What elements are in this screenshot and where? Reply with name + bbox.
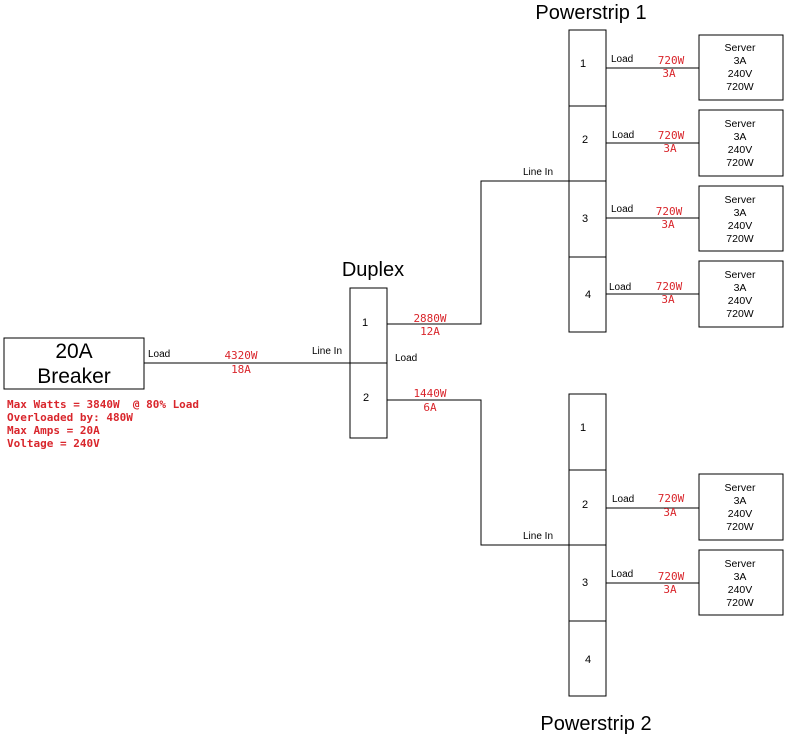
powerstrip1-server4-watts: 720W <box>726 308 754 320</box>
powerstrip1-server4-box <box>698 260 784 328</box>
duplex-outlet-1-amps: 12A <box>420 325 440 338</box>
duplex-outlet-1 <box>349 287 388 364</box>
duplex-outlet-2-amps: 6A <box>423 401 437 414</box>
powerstrip2-outlet-4 <box>568 620 607 697</box>
duplex-to-powerstrip1-wire <box>387 180 569 325</box>
powerstrip2-outlet-2-number: 2 <box>582 499 588 511</box>
powerstrip1-server1-load-label: Load <box>611 54 633 65</box>
powerstrip1-server4-load-label: Load <box>609 282 631 293</box>
powerstrip1-server2-load-watts: 720W <box>658 129 685 142</box>
duplex-line-in-label: Line In <box>312 346 342 357</box>
powerstrip2-server1-name: Server <box>725 482 756 494</box>
powerstrip2-outlet-3-number: 3 <box>582 577 588 589</box>
powerstrip2-title: Powerstrip 2 <box>540 713 651 735</box>
powerstrip1-server1-load-amps: 3A <box>662 67 676 80</box>
powerstrip1-server3-name: Server <box>725 194 756 206</box>
powerstrip2-outlet-3 <box>568 544 607 622</box>
powerstrip1-server2-load-amps: 3A <box>663 142 677 155</box>
powerstrip1-outlet-3-number: 3 <box>582 213 588 225</box>
powerstrip1-outlet-1 <box>568 29 607 107</box>
duplex-outlet-1-watts: 2880W <box>413 312 446 325</box>
powerstrip2-server1-volts: 240V <box>728 508 753 520</box>
powerstrip2-outlet-1 <box>568 393 607 471</box>
breaker-box <box>3 337 145 390</box>
powerstrip1-server1-name: Server <box>725 42 756 54</box>
powerstrip1-server2-box <box>698 109 784 177</box>
powerstrip1-title: Powerstrip 1 <box>535 2 646 24</box>
breaker-note-overloaded: Overloaded by: 480W <box>7 411 133 424</box>
powerstrip1-outlet-3 <box>568 180 607 258</box>
powerstrip1-server2-volts: 240V <box>728 144 753 156</box>
duplex-to-powerstrip2-wire <box>387 399 569 546</box>
powerstrip2-server1-amps: 3A <box>734 495 747 507</box>
powerstrip2-server1-load-amps: 3A <box>663 506 677 519</box>
powerstrip2-server2-box <box>698 549 784 616</box>
duplex-outlet-1-number: 1 <box>362 317 368 329</box>
duplex-outlet-2-number: 2 <box>363 392 369 404</box>
powerstrip1-server3-volts: 240V <box>728 220 753 232</box>
powerstrip2-server1-load-watts: 720W <box>658 492 685 505</box>
breaker-load-label: Load <box>148 349 170 360</box>
powerstrip2-server1-box <box>698 473 784 541</box>
powerstrip1-outlet-2-number: 2 <box>582 134 588 146</box>
breaker-title-line2: Breaker <box>37 365 111 388</box>
powerstrip1-server4-load-amps: 3A <box>661 293 675 306</box>
powerstrip1-server3-load-watts: 720W <box>656 205 683 218</box>
powerstrip1-server3-watts: 720W <box>726 233 754 245</box>
powerstrip1-server1-volts: 240V <box>728 68 753 80</box>
powerstrip1-server4-volts: 240V <box>728 295 753 307</box>
powerstrip2-server1-watts: 720W <box>726 521 754 533</box>
duplex-outlet-2 <box>349 362 388 439</box>
powerstrip2-server2-volts: 240V <box>728 584 753 596</box>
powerstrip2-server2-watts: 720W <box>726 597 754 609</box>
powerstrip1-server1-box <box>698 34 784 101</box>
powerstrip1-outlet-1-number: 1 <box>580 58 586 70</box>
powerstrip2-server1-load-label: Load <box>612 494 634 505</box>
feed-watts: 4320W <box>224 349 257 362</box>
duplex-load-label: Load <box>395 353 417 364</box>
powerstrip2-line-in-label: Line In <box>523 531 553 542</box>
powerstrip2-server2-name: Server <box>725 558 756 570</box>
breaker-note-max-watts: Max Watts = 3840W @ 80% Load <box>7 398 199 411</box>
powerstrip1-server2-name: Server <box>725 118 756 130</box>
powerstrip1-server3-amps: 3A <box>734 207 747 219</box>
duplex-title: Duplex <box>342 259 404 281</box>
breaker-title-line1: 20A <box>55 340 92 363</box>
powerstrip1-server3-load-amps: 3A <box>661 218 675 231</box>
powerstrip1-server1-amps: 3A <box>734 55 747 67</box>
duplex-outlet-2-watts: 1440W <box>413 387 446 400</box>
powerstrip2-server2-load-watts: 720W <box>658 570 685 583</box>
powerstrip1-line-in-label: Line In <box>523 167 553 178</box>
powerstrip1-server4-name: Server <box>725 269 756 281</box>
powerstrip1-server1-load-watts: 720W <box>658 54 685 67</box>
powerstrip1-server2-amps: 3A <box>734 131 747 143</box>
powerstrip2-outlet-1-number: 1 <box>580 422 586 434</box>
powerstrip1-server4-load-watts: 720W <box>656 280 683 293</box>
powerstrip1-outlet-4-number: 4 <box>585 289 591 301</box>
powerstrip2-server2-load-amps: 3A <box>663 583 677 596</box>
powerstrip1-server2-watts: 720W <box>726 157 754 169</box>
powerstrip2-server2-load-label: Load <box>611 569 633 580</box>
powerstrip1-server3-load-label: Load <box>611 204 633 215</box>
powerstrip1-server3-box <box>698 185 784 252</box>
breaker-note-max-amps: Max Amps = 20A <box>7 424 100 437</box>
breaker-note-voltage: Voltage = 240V <box>7 437 100 450</box>
powerstrip2-outlet-4-number: 4 <box>585 654 591 666</box>
powerstrip1-server4-amps: 3A <box>734 282 747 294</box>
powerstrip1-server1-watts: 720W <box>726 81 754 93</box>
feed-amps: 18A <box>231 363 251 376</box>
powerstrip2-server2-amps: 3A <box>734 571 747 583</box>
powerstrip1-server2-load-label: Load <box>612 130 634 141</box>
